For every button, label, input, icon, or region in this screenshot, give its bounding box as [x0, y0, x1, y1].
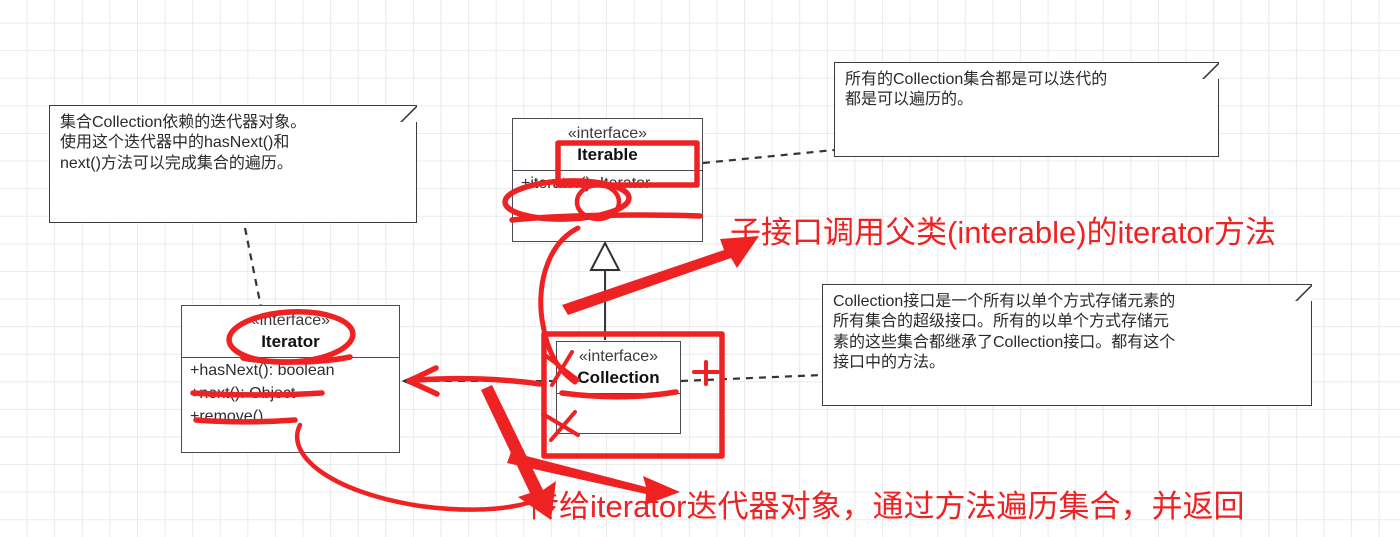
note-iterable: 所有的Collection集合都是可以迭代的 都是可以遍历的。 — [834, 62, 1219, 157]
class-separator — [557, 393, 680, 395]
red-dependency-arrowhead — [406, 365, 440, 397]
note-collection-text: Collection接口是一个所有以单个方式存储元素的 所有集合的超级接口。所有… — [833, 293, 1176, 372]
note-iterable-text: 所有的Collection集合都是可以迭代的 都是可以遍历的。 — [845, 71, 1108, 109]
class-header-collection: «interface» Collection — [557, 342, 680, 393]
class-box-collection[interactable]: «interface» Collection — [556, 341, 681, 434]
annotation-inheritance: 子接口调用父类(interable)的iterator方法 — [730, 215, 1277, 250]
class-name: Iterable — [577, 145, 638, 164]
class-header-iterator: «interface» Iterator — [182, 306, 399, 357]
class-header-iterable: «interface» Iterable — [513, 119, 702, 170]
note-anchor-iterator — [243, 227, 264, 313]
class-name: Collection — [577, 368, 660, 387]
note-iterator-text: 集合Collection依赖的迭代器对象。 使用这个迭代器中的hasNext()… — [60, 114, 307, 172]
class-operations-iterator: +hasNext(): boolean +next(): Object +rem… — [182, 358, 399, 430]
red-dependency-stroke — [415, 375, 543, 387]
class-operation: +remove() — [190, 407, 264, 425]
class-stereotype: «interface» — [578, 348, 659, 365]
note-anchor-collection — [680, 373, 823, 383]
class-stereotype: «interface» — [250, 312, 331, 329]
annotation-iterator-return: 传给iterator迭代器对象，通过方法遍历集合，并返回 — [528, 489, 1245, 524]
dependency-arrowhead — [401, 371, 426, 391]
class-name: Iterator — [261, 332, 320, 351]
class-box-iterator[interactable]: «interface» Iterator +hasNext(): boolean… — [181, 305, 400, 453]
note-anchor-iterable — [702, 148, 835, 165]
class-operation: +iterator(): Iterator — [521, 175, 651, 193]
class-box-iterable[interactable]: «interface» Iterable +iterator(): Iterat… — [512, 118, 703, 242]
class-operation: +next(): Object — [190, 384, 296, 402]
note-collection: Collection接口是一个所有以单个方式存储元素的 所有集合的超级接口。所有… — [822, 284, 1312, 406]
note-iterator: 集合Collection依赖的迭代器对象。 使用这个迭代器中的hasNext()… — [49, 105, 417, 223]
class-operations-iterable: +iterator(): Iterator — [513, 171, 702, 198]
generalization-arrowhead — [589, 240, 621, 271]
class-operation: +hasNext(): boolean — [190, 362, 335, 380]
plus-mark-collection-right — [692, 360, 720, 386]
class-stereotype: «interface» — [567, 125, 648, 142]
